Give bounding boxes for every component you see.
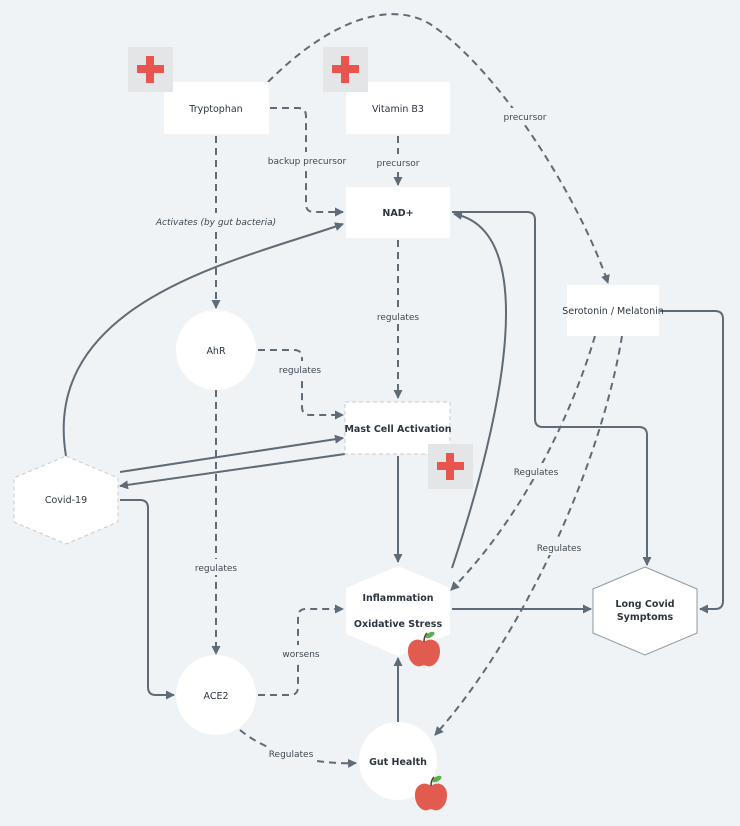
- node-symptoms-label: Symptoms: [617, 612, 674, 623]
- label-precursor-b3: precursor: [376, 159, 419, 169]
- label-regulates-ahr: regulates: [279, 366, 322, 376]
- label-regulates-sero-gut: Regulates: [537, 544, 582, 554]
- plus-icon: [128, 47, 173, 92]
- edge-ahr-mastcell: [258, 349, 344, 420]
- node-tryptophan-label: Tryptophan: [188, 104, 242, 115]
- node-nad[interactable]: NAD+: [346, 187, 450, 238]
- plus-icon: [323, 47, 368, 92]
- node-covid-19[interactable]: Covid-19: [13, 455, 119, 545]
- node-gut-health-label: Gut Health: [369, 757, 427, 768]
- edge-covid-nad: [62, 222, 344, 457]
- label-backup-precursor: backup precursor: [268, 157, 347, 167]
- node-mast-cell-label: Mast Cell Activation: [344, 424, 451, 435]
- node-ace2-label: ACE2: [203, 691, 228, 702]
- edge-ace2-inflammation: [258, 604, 344, 696]
- node-inflammation-label: Inflammation: [362, 593, 433, 604]
- node-tryptophan[interactable]: Tryptophan: [164, 82, 269, 134]
- label-precursor-top: precursor: [503, 113, 546, 123]
- node-gut-health[interactable]: Gut Health: [359, 722, 437, 800]
- label-activates: Activates (by gut bacteria): [155, 218, 276, 228]
- plus-icon: [428, 444, 473, 489]
- edge-tryptophan-serotonin: [267, 13, 610, 284]
- edge-nad-longcovid: [452, 211, 652, 566]
- edge-inflammation-nad: [451, 211, 508, 569]
- node-ahr[interactable]: AhR: [176, 310, 256, 390]
- node-ahr-label: AhR: [206, 346, 226, 357]
- edge-covid-ace2: [120, 499, 175, 700]
- node-serotonin-melatonin[interactable]: Serotonin / Melatonin: [562, 285, 664, 336]
- apple-icon: [408, 631, 440, 667]
- edge-serotonin-inflammation: [450, 335, 596, 591]
- node-covid-label: Covid-19: [45, 495, 87, 506]
- edge-serotonin-guthealth: [434, 335, 623, 736]
- label-worsens: worsens: [282, 650, 319, 660]
- apple-icon: [415, 775, 447, 811]
- node-long-covid-label: Long Covid: [615, 599, 674, 610]
- node-inflammation-oxidative-stress[interactable]: Inflammation Oxidative Stress: [346, 566, 450, 656]
- edge-serotonin-longcovid: [660, 310, 724, 614]
- label-regulates-ahr-ace2: regulates: [195, 564, 238, 574]
- edge-mastcell-covid: [119, 453, 346, 490]
- label-regulates-nad: regulates: [377, 313, 420, 323]
- node-serotonin-label: Serotonin / Melatonin: [562, 306, 664, 317]
- node-long-covid-symptoms[interactable]: Long Covid Symptoms: [592, 566, 698, 656]
- node-ace2[interactable]: ACE2: [176, 655, 256, 735]
- label-regulates-sero-inflam: Regulates: [514, 468, 559, 478]
- label-regulates-ace2-gut: Regulates: [269, 750, 314, 760]
- edge-covid-mastcell: [119, 434, 344, 473]
- node-nad-label: NAD+: [382, 208, 413, 219]
- node-vitamin-b3-label: Vitamin B3: [372, 104, 424, 115]
- node-oxidative-stress-label: Oxidative Stress: [354, 619, 443, 630]
